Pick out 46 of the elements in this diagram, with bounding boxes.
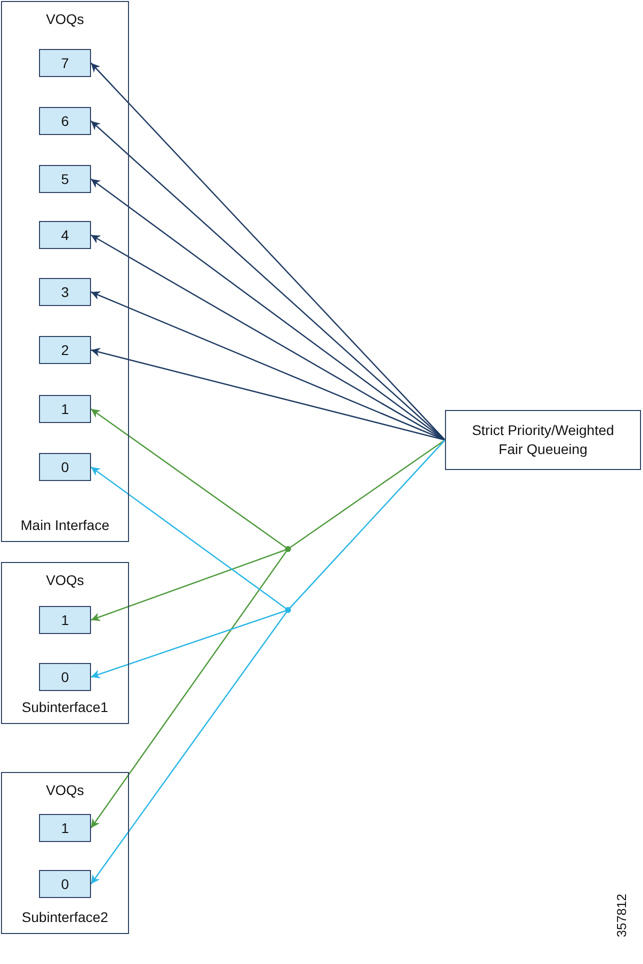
queue-number: 4 (61, 227, 69, 243)
interface-group (1, 1, 129, 542)
queue-box (39, 606, 91, 634)
group-heading: VOQs (44, 572, 86, 588)
group-heading: VOQs (44, 11, 86, 27)
arrow (90, 548, 289, 828)
queue-number: 0 (61, 669, 69, 685)
arrow (90, 408, 288, 550)
queue-number: 0 (61, 876, 69, 892)
queue-box (39, 49, 91, 77)
arrow (90, 610, 289, 884)
queue-box (39, 814, 91, 842)
arrow (90, 466, 288, 611)
interface-group (1, 562, 129, 724)
junction-dot (285, 607, 291, 613)
junction-dot (285, 546, 291, 552)
arrow (90, 348, 446, 441)
queue-box (39, 221, 91, 249)
arrow (90, 62, 446, 440)
queue-number: 6 (61, 113, 69, 129)
queue-box (39, 870, 91, 898)
queue-number: 0 (61, 459, 69, 475)
figure-number: 357812 (614, 894, 630, 938)
group-label: Subinterface2 (20, 909, 110, 925)
queue-number: 3 (61, 284, 69, 300)
arrow (90, 120, 446, 440)
interface-group (1, 772, 129, 934)
scheduler-box (445, 410, 641, 470)
queue-box (39, 395, 91, 423)
group-label: Subinterface1 (20, 699, 110, 715)
arrow (90, 291, 446, 441)
queue-number: 1 (61, 612, 69, 628)
queue-box (39, 278, 91, 306)
group-heading: VOQs (44, 782, 86, 798)
queue-number: 1 (61, 820, 69, 836)
queue-box (39, 453, 91, 481)
queue-number: 7 (61, 55, 69, 71)
queue-number: 5 (61, 171, 69, 187)
queue-box (39, 663, 91, 691)
scheduler-label: Strict Priority/Weighted Fair Queueing (470, 421, 616, 459)
queue-box (39, 336, 91, 364)
queue-box (39, 165, 91, 193)
queue-number: 1 (61, 401, 69, 417)
group-label: Main Interface (20, 517, 110, 533)
queue-number: 2 (61, 342, 69, 358)
queue-box (39, 107, 91, 135)
